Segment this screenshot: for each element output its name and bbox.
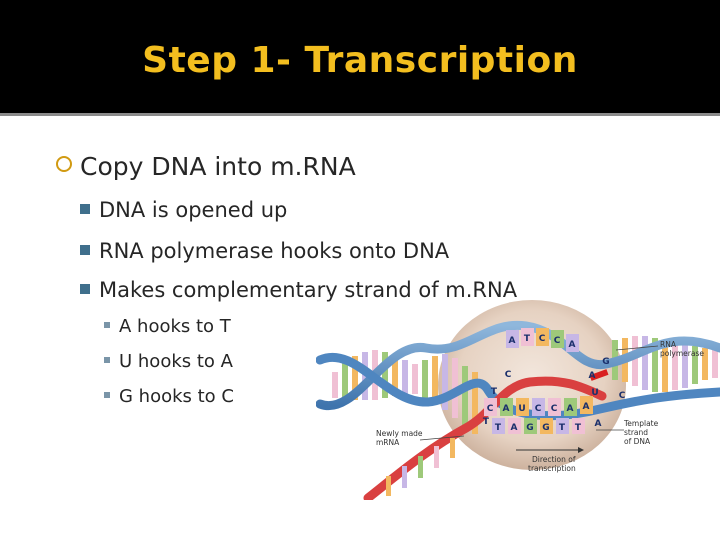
- svg-text:G: G: [602, 357, 609, 367]
- label-direction-1: Direction of: [532, 455, 576, 464]
- polymerase-leader-line: [615, 345, 659, 351]
- svg-text:T: T: [491, 387, 498, 397]
- small-square-bullet-icon: [104, 357, 110, 363]
- svg-text:C: C: [539, 334, 546, 344]
- label-newly-made-1: Newly made: [376, 429, 423, 438]
- transcription-diagram: A T C C A C T T C A U C C A A: [315, 300, 720, 503]
- label-template-3: of DNA: [624, 437, 651, 446]
- label-rna-polymerase-2: polymerase: [660, 349, 704, 358]
- sub-bullet-text: RNA polymerase hooks onto DNA: [99, 239, 450, 263]
- label-direction-2: transcription: [528, 464, 576, 473]
- dna-template-strand: [315, 353, 720, 421]
- sub-sub-bullet-text: A hooks to T: [119, 316, 231, 337]
- slide-title: Step 1- Transcription: [142, 40, 578, 81]
- label-rna-polymerase-1: RNA: [660, 340, 677, 349]
- mrna-bases: C A U C C A A: [484, 396, 593, 416]
- svg-text:C: C: [505, 370, 512, 380]
- svg-text:T: T: [524, 334, 531, 344]
- sub-bullet: DNA is opened up: [80, 198, 287, 222]
- label-newly-made-2: mRNA: [376, 438, 400, 447]
- label-template-1: Template: [623, 419, 659, 428]
- sub-sub-bullet: U hooks to A: [104, 351, 233, 372]
- svg-text:C: C: [619, 391, 626, 401]
- svg-text:T: T: [483, 417, 490, 427]
- sub-sub-bullet: G hooks to C: [104, 386, 234, 407]
- small-square-bullet-icon: [104, 322, 110, 328]
- square-bullet-icon: [80, 245, 90, 255]
- left-letters: C T T: [483, 370, 512, 427]
- svg-text:U: U: [518, 404, 525, 414]
- label-template-2: strand: [624, 428, 648, 437]
- sub-bullet-text: Makes complementary strand of m.RNA: [99, 278, 518, 302]
- right-letters: A G U A C: [589, 357, 626, 429]
- direction-arrowhead-icon: [578, 447, 584, 453]
- svg-text:T: T: [575, 423, 582, 433]
- svg-text:C: C: [535, 404, 542, 414]
- dna-coding-strand: [315, 320, 720, 411]
- svg-text:T: T: [495, 423, 502, 433]
- svg-text:G: G: [526, 423, 533, 433]
- svg-text:A: A: [509, 336, 516, 346]
- polymerase-active-site: [589, 369, 609, 381]
- ring-bullet-icon: [56, 156, 72, 172]
- svg-text:C: C: [487, 404, 494, 414]
- svg-text:A: A: [583, 402, 590, 412]
- top-strand-bases: A T C C A: [506, 328, 579, 352]
- square-bullet-icon: [80, 284, 90, 294]
- svg-text:A: A: [567, 404, 574, 414]
- title-band: [0, 0, 720, 113]
- transcription-figure: A T C C A C T T C A U C C A A: [315, 300, 720, 504]
- sub-bullet: Makes complementary strand of m.RNA: [80, 278, 517, 302]
- template-bases: T A G G T T: [492, 418, 585, 434]
- svg-text:A: A: [595, 419, 602, 429]
- small-square-bullet-icon: [104, 392, 110, 398]
- svg-text:U: U: [591, 388, 598, 398]
- mrna-leader-line: [419, 435, 465, 441]
- bullet-text: Copy DNA into m.RNA: [80, 152, 356, 181]
- sub-sub-bullet-text: U hooks to A: [119, 351, 233, 372]
- sub-sub-bullet-text: G hooks to C: [119, 386, 234, 407]
- svg-text:C: C: [551, 404, 558, 414]
- bullet-level-1: Copy DNA into m.RNA: [56, 152, 356, 181]
- svg-text:T: T: [559, 423, 566, 433]
- sub-bullet-text: DNA is opened up: [99, 198, 288, 222]
- title-divider: [0, 113, 720, 116]
- svg-text:A: A: [569, 340, 576, 350]
- svg-text:A: A: [503, 404, 510, 414]
- sub-sub-bullet: A hooks to T: [104, 316, 231, 337]
- mrna-tail-bases: [386, 438, 455, 496]
- svg-text:A: A: [511, 423, 518, 433]
- sub-bullet: RNA polymerase hooks onto DNA: [80, 239, 449, 263]
- svg-text:G: G: [542, 423, 549, 433]
- svg-text:C: C: [554, 336, 561, 346]
- square-bullet-icon: [80, 204, 90, 214]
- svg-text:A: A: [589, 371, 596, 381]
